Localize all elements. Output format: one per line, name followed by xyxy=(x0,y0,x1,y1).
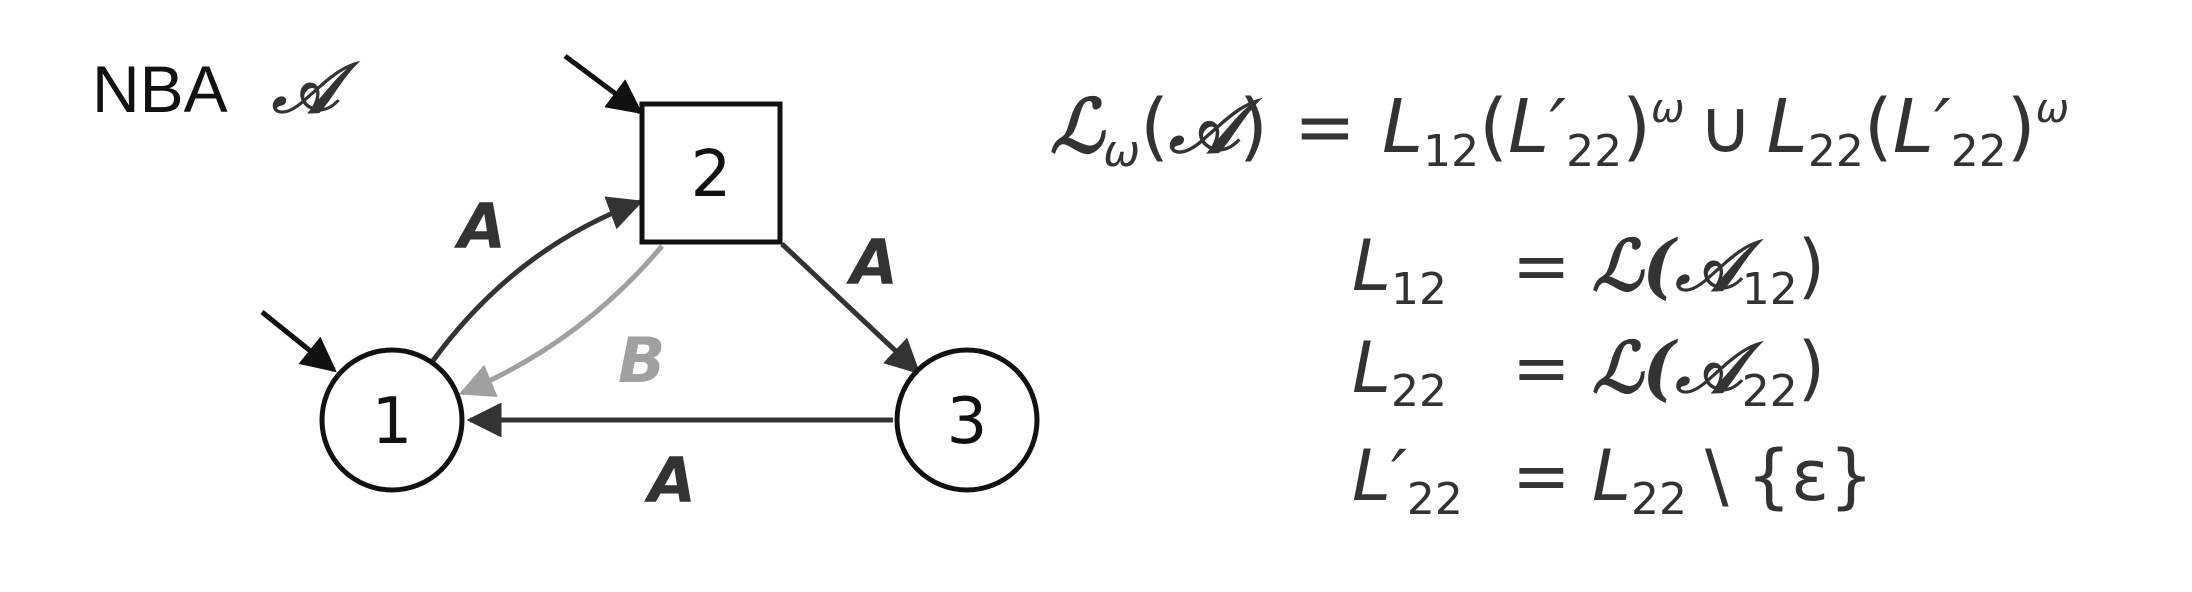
formula-main: ℒω(𝒜)=L12(L′22)ω∪L22(L′22)ω xyxy=(1050,84,2069,177)
state-1-circle xyxy=(319,347,465,493)
formula-l22-lhs: L22 xyxy=(1352,327,1447,417)
formula-l12-eq: = xyxy=(1512,225,1571,307)
edge-label-2-3: A xyxy=(845,226,898,299)
formula-l12: L12 = ℒ(𝒜12) xyxy=(1352,224,1825,315)
state-1-label: 1 xyxy=(372,385,413,459)
formula-l22-prime: L′22 = L22\{ε} xyxy=(1352,435,1874,525)
state-2-label: 2 xyxy=(691,138,732,212)
formula-l22-rhs: ℒ(𝒜22) xyxy=(1592,326,1825,417)
title-prefix: NBA xyxy=(92,52,228,126)
formula-l22p-lhs: L′22 xyxy=(1352,435,1463,525)
formula-l22-eq: = xyxy=(1512,327,1571,409)
state-2-square xyxy=(639,101,783,245)
diagram-title: NBA 𝒜 xyxy=(92,46,361,129)
edge-label-3-1: A xyxy=(643,444,696,517)
state-3-circle xyxy=(894,347,1040,493)
edge-label-2-1: B xyxy=(618,324,665,397)
formula-l22p-eq: = xyxy=(1512,435,1571,517)
formula-l12-lhs: L12 xyxy=(1352,225,1447,315)
edge-2-to-3 xyxy=(780,242,921,375)
state-3: 3 xyxy=(894,347,1040,493)
formula-l12-rhs: ℒ(𝒜12) xyxy=(1592,224,1825,315)
edge-2-to-1 xyxy=(458,244,664,398)
state-2: 2 xyxy=(639,101,783,245)
formula-main-line: ℒω(𝒜)=L12(L′22)ω∪L22(L′22)ω xyxy=(1050,84,2069,177)
state-3-label: 3 xyxy=(947,385,988,459)
formula-l22p-rhs: L22\{ε} xyxy=(1592,435,1874,525)
edge-label-1-2: A xyxy=(453,190,506,263)
title-symbol: 𝒜 xyxy=(271,46,361,129)
edge-1-to-2 xyxy=(429,196,644,364)
state-1: 1 xyxy=(319,347,465,493)
formula-l22: L22 = ℒ(𝒜22) xyxy=(1352,326,1825,417)
initial-arrow-1 xyxy=(260,310,337,373)
initial-arrow-2 xyxy=(563,53,643,115)
